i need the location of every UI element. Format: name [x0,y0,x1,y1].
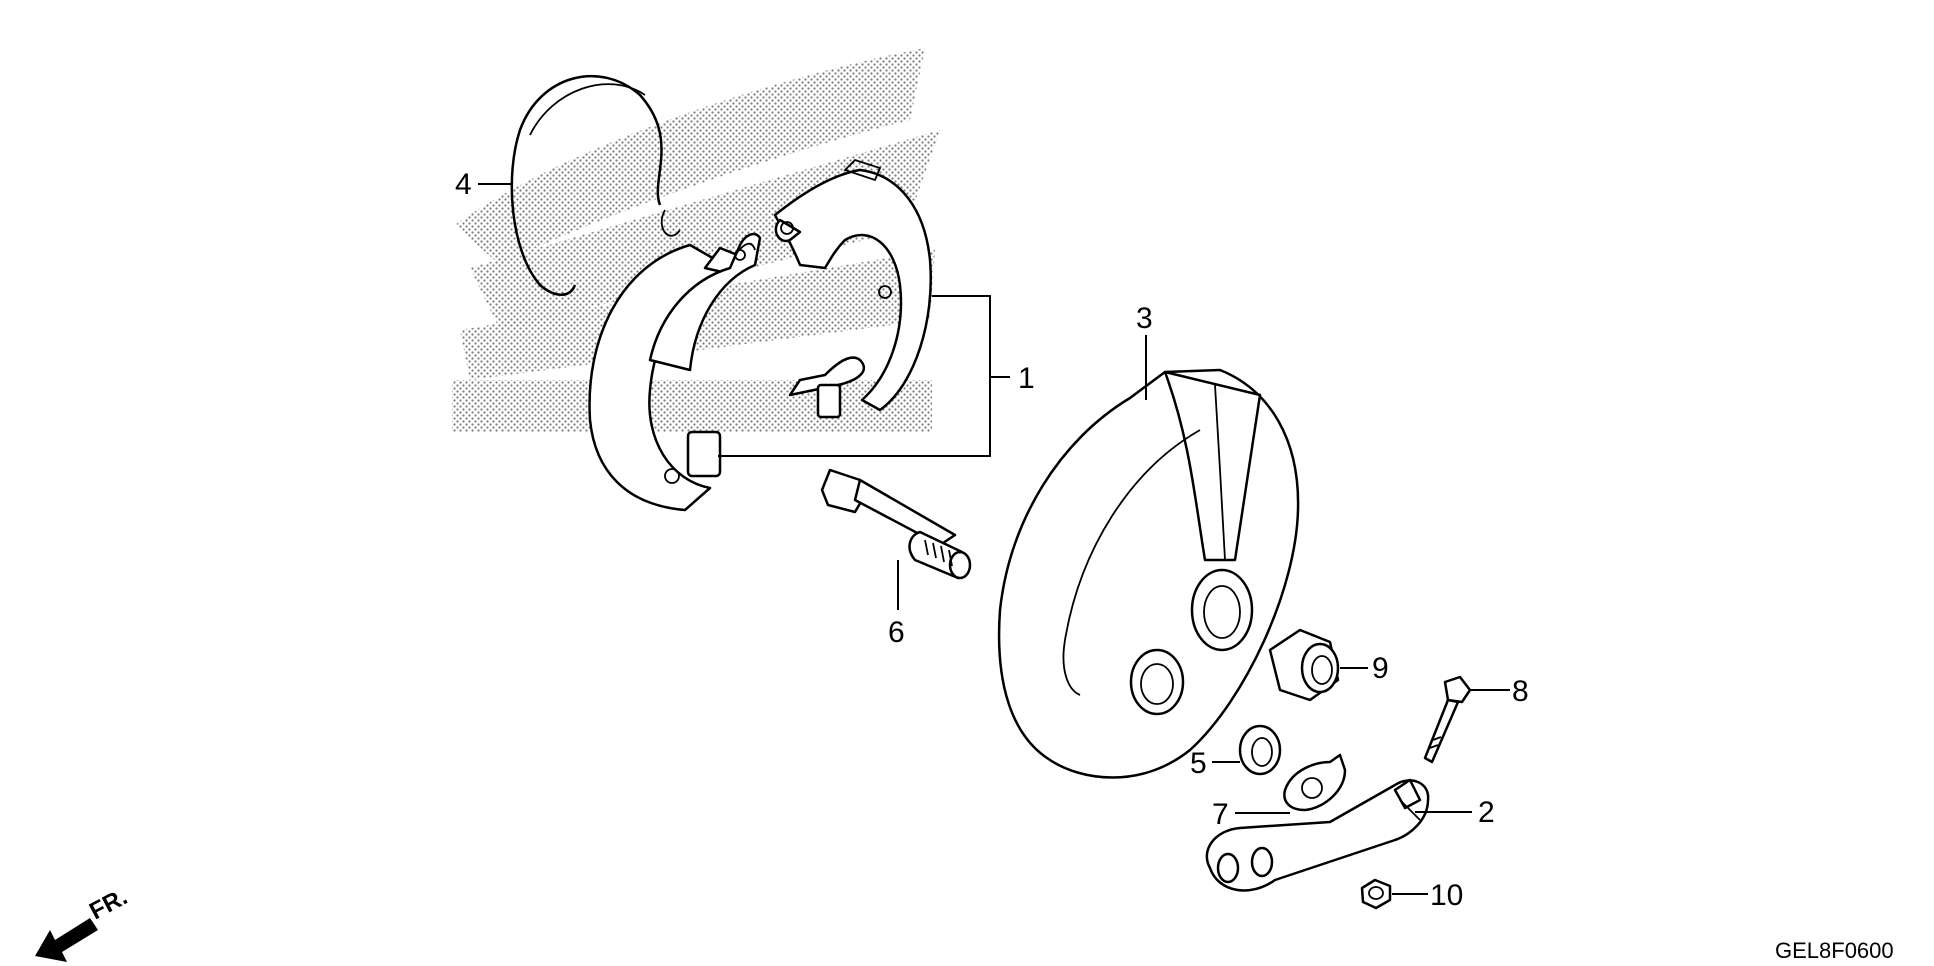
callout-3: 3 [1136,302,1153,335]
callout-9: 9 [1372,652,1389,685]
direction-label: FR. [85,883,132,925]
callout-2: 2 [1478,796,1495,829]
brake-shoe-left [588,232,762,512]
callout-4: 4 [455,168,472,201]
bolt-part-8 [1423,675,1472,764]
honda-watermark [452,48,940,432]
diagram-code: GEL8F0600 [1775,938,1894,963]
indicator-plate-part-7 [1283,753,1347,812]
callout-5: 5 [1190,747,1207,780]
brake-spring-part-4 [510,74,681,296]
brake-shoe-right [773,158,932,419]
brake-panel-part-3 [997,368,1300,779]
brake-arm-part-2 [1205,778,1430,892]
nut-part-10 [1360,878,1392,910]
callout-10: 10 [1430,879,1463,912]
callout-8: 8 [1512,675,1529,708]
washer-part-5 [1238,724,1282,776]
callout-6: 6 [888,616,905,649]
callout-bracket-1 [718,295,1010,457]
nut-part-9 [1268,628,1340,702]
front-direction-arrow-icon: FR. [35,883,132,962]
callout-7: 7 [1212,798,1229,831]
callout-1: 1 [1018,362,1035,395]
brake-cam-part-6 [820,468,972,580]
